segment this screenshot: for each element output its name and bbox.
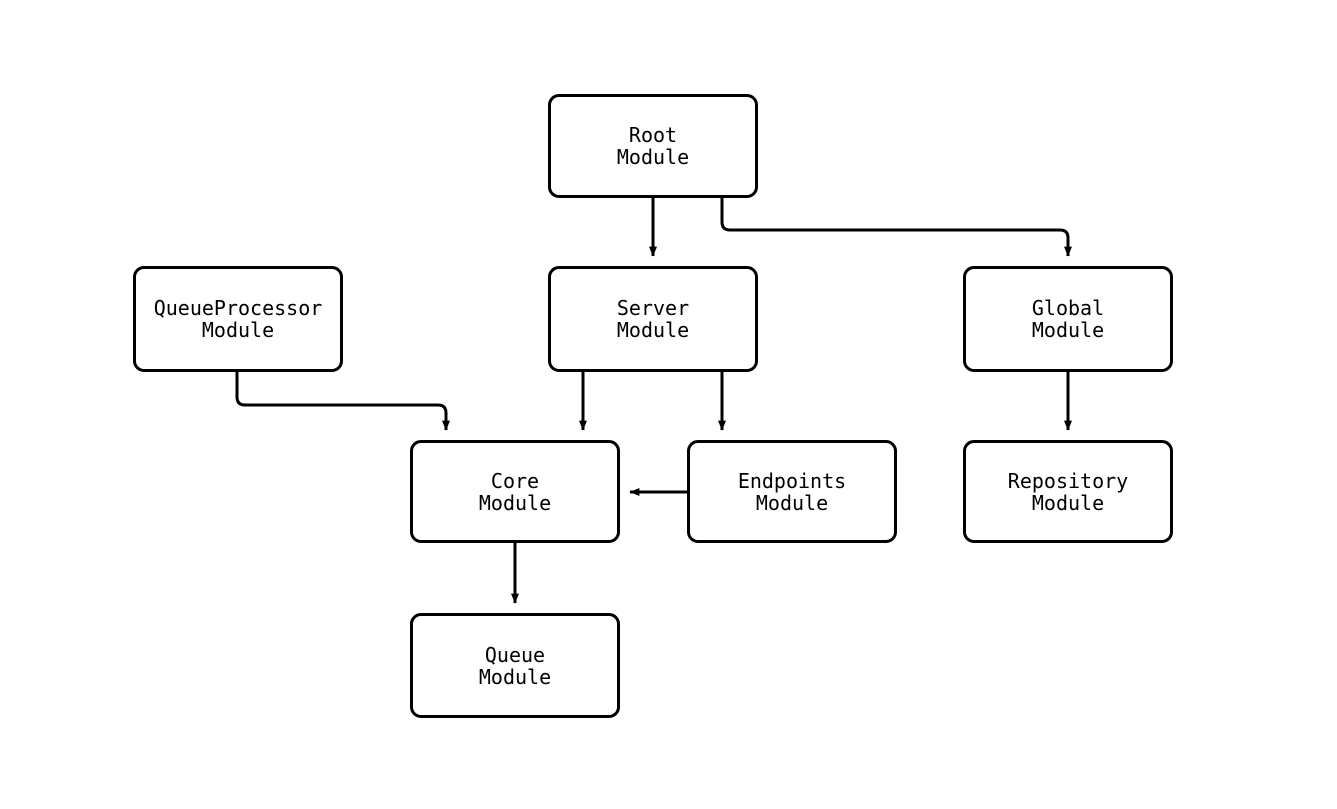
node-queueprocessor-module-line2: Module (201, 318, 275, 342)
node-global-module-line2: Module (1031, 318, 1105, 342)
node-global-module-line1: Global (1031, 296, 1105, 320)
node-server-module-line1: Server (616, 296, 690, 320)
node-repository-module-line2: Module (1031, 490, 1105, 515)
node-queueprocessor-module-line1: QueueProcessor (153, 296, 323, 320)
node-core-module-line2: Module (478, 490, 552, 515)
node-endpoints-module-line1: Endpoints (737, 468, 847, 493)
node-repository-module[interactable]: Repository Module (963, 440, 1173, 543)
node-queue-module-line1: Queue (484, 642, 546, 667)
node-global-module[interactable]: Global Module (963, 266, 1173, 372)
node-repository-module-line1: Repository (1007, 468, 1129, 493)
edge-root-to-global (720, 198, 1072, 257)
node-queue-module-line2: Module (478, 664, 552, 689)
node-core-module[interactable]: Core Module (410, 440, 620, 543)
node-queue-module[interactable]: Queue Module (410, 613, 620, 718)
node-endpoints-module[interactable]: Endpoints Module (687, 440, 897, 543)
node-root-module-line2: Module (616, 145, 690, 169)
node-server-module[interactable]: Server Module (548, 266, 758, 372)
node-queueprocessor-module[interactable]: QueueProcessor Module (133, 266, 343, 372)
node-root-module-line1: Root (628, 123, 678, 147)
node-root-module[interactable]: Root Module (548, 94, 758, 198)
node-server-module-line2: Module (616, 318, 690, 342)
node-endpoints-module-line2: Module (755, 490, 829, 515)
node-core-module-line1: Core (490, 468, 540, 493)
edge-queueprocessor-to-core (235, 372, 450, 431)
